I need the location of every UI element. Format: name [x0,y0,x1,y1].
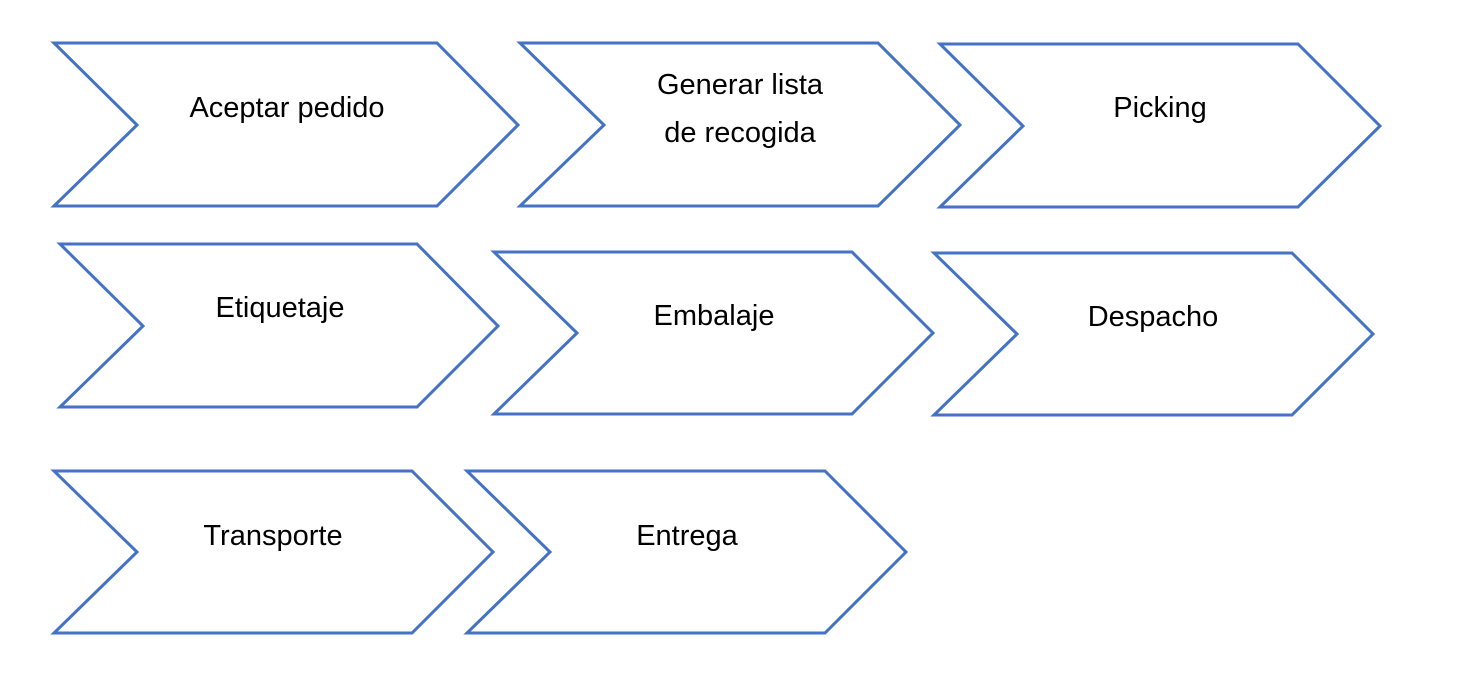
chevron-shape [50,469,496,635]
step-aceptar-pedido: Aceptar pedido [50,41,521,208]
step-etiquetaje: Etiquetaje [56,242,501,409]
chevron-shape [56,242,501,409]
step-label: Aceptar pedido [189,92,384,124]
step-label-line-1: Generar lista [657,69,824,101]
step-embalaje: Embalaje [490,250,936,416]
step-entrega: Entrega [463,469,909,635]
step-generar-lista: Generar lista de recogida [516,41,963,208]
chevron-shape [516,41,963,208]
chevron-shape [463,469,909,635]
step-picking: Picking [936,42,1383,209]
step-label: Picking [1113,92,1207,124]
step-label: Transporte [203,520,342,552]
step-label: Etiquetaje [216,292,345,324]
step-label-line-2: de recogida [664,117,816,149]
chevron-shape [490,250,936,416]
chevron-shape [50,41,521,208]
chevron-shape [936,42,1383,209]
chevron-shape [930,251,1376,417]
step-transporte: Transporte [50,469,496,635]
step-label: Entrega [636,520,738,552]
step-label: Embalaje [654,300,775,332]
step-label: Despacho [1088,301,1219,333]
step-despacho: Despacho [930,251,1376,417]
